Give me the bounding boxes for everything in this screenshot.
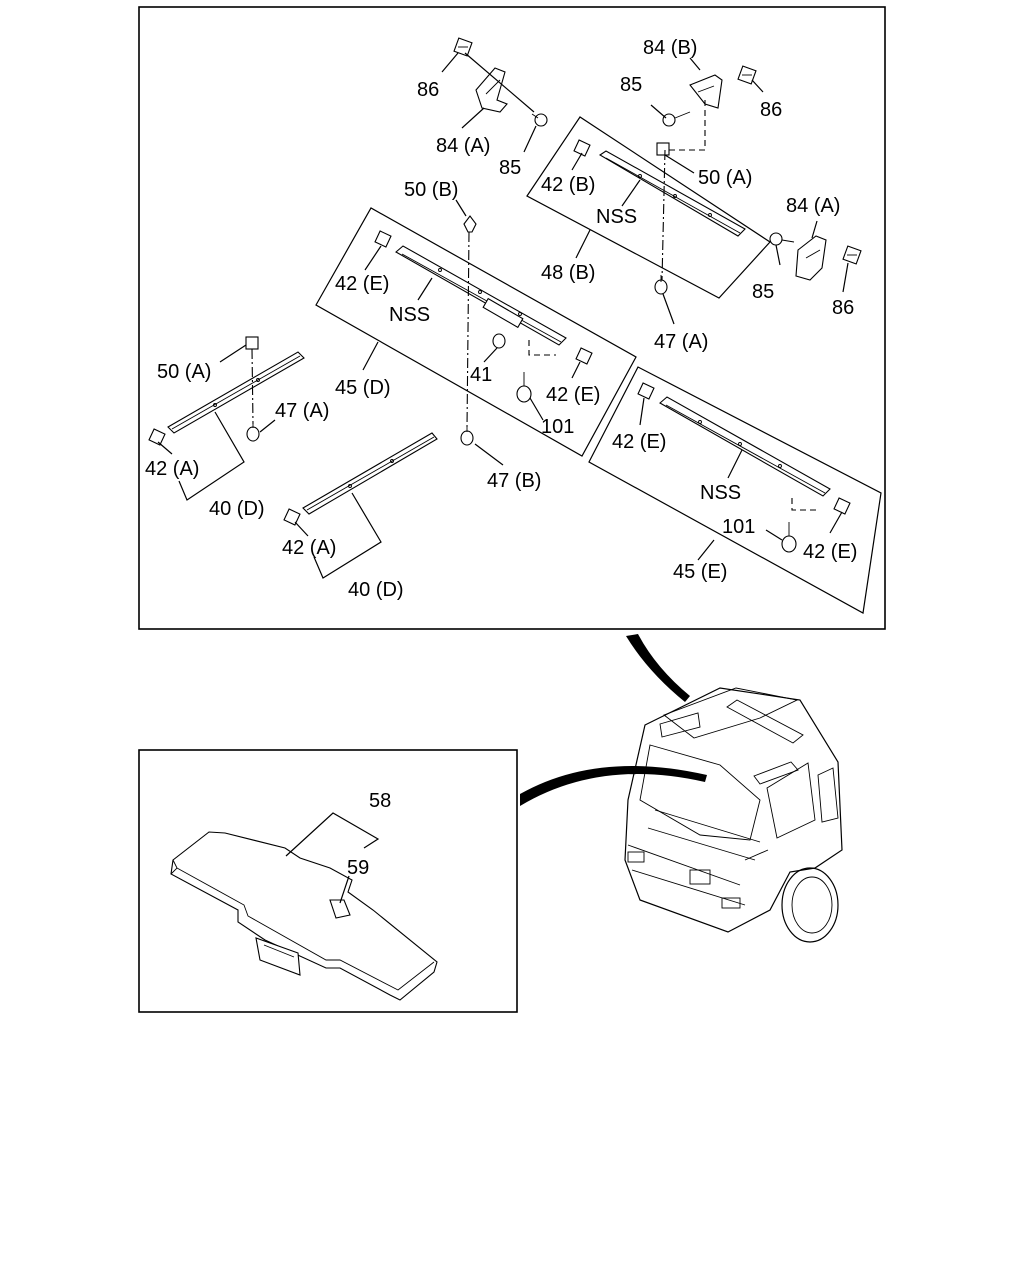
label-nss-45e: NSS xyxy=(700,482,741,504)
label-85-a: 85 xyxy=(499,157,521,179)
clip-42a-mid xyxy=(283,508,301,526)
label-47a-left: 47 (A) xyxy=(275,400,329,422)
clip-86-c xyxy=(842,245,862,265)
label-101-b: 101 xyxy=(722,516,755,538)
clip-86-a xyxy=(453,37,473,57)
bracket-84b xyxy=(689,74,723,109)
label-45d: 45 (D) xyxy=(335,377,391,399)
box-45e xyxy=(588,366,882,614)
rail-40d-left xyxy=(167,351,305,434)
label-42b: 42 (B) xyxy=(541,174,595,196)
bracket-40d-left xyxy=(178,411,245,501)
label-86-a: 86 xyxy=(417,79,439,101)
label-47a-center: 47 (A) xyxy=(654,331,708,353)
label-42a-left: 42 (A) xyxy=(145,458,199,480)
bolt-85-a xyxy=(531,113,548,127)
label-50a-left: 50 (A) xyxy=(157,361,211,383)
screw-47a-center xyxy=(654,275,668,295)
label-86-b: 86 xyxy=(760,99,782,121)
label-59: 59 xyxy=(347,857,369,879)
label-85-b: 85 xyxy=(620,74,642,96)
label-nss-45d: NSS xyxy=(389,304,430,326)
axis-line-e xyxy=(528,340,556,356)
callout-arrow-top xyxy=(626,634,690,702)
screw-47a-left xyxy=(246,422,260,442)
axis-line-f xyxy=(791,498,820,511)
clip-50a-left xyxy=(245,336,259,350)
top-panel-frame xyxy=(138,6,886,630)
label-84b: 84 (B) xyxy=(643,37,697,59)
screw-101-b xyxy=(781,522,797,553)
label-41: 41 xyxy=(470,364,492,386)
clip-42e-b xyxy=(575,347,593,365)
bracket-84a-top xyxy=(475,67,508,113)
label-48b: 48 (B) xyxy=(541,262,595,284)
axis-line-a xyxy=(661,149,666,281)
clip-86-b xyxy=(737,65,757,85)
screw-41 xyxy=(492,333,506,349)
rail-45e xyxy=(659,396,831,497)
axis-line-c xyxy=(251,348,254,425)
rail-48b xyxy=(598,150,746,237)
bracket-40d-mid xyxy=(313,492,382,579)
label-40d-left: 40 (D) xyxy=(209,498,265,520)
clip-42e-a xyxy=(374,230,392,248)
label-45e: 45 (E) xyxy=(673,561,727,583)
label-50a-top: 50 (A) xyxy=(698,167,752,189)
label-85-c: 85 xyxy=(752,281,774,303)
label-42e-a: 42 (E) xyxy=(335,273,389,295)
box-48b xyxy=(526,116,771,299)
label-86-c: 86 xyxy=(832,297,854,319)
clip-42e-c xyxy=(637,382,655,400)
clip-50a-top xyxy=(656,142,670,156)
clip-42e-d xyxy=(833,497,851,515)
rail-45d xyxy=(395,245,567,346)
callout-arrow-left xyxy=(520,765,707,806)
rail-40d-mid xyxy=(302,432,438,515)
part-58-tray xyxy=(170,831,438,1001)
label-47b: 47 (B) xyxy=(487,470,541,492)
bracket-84a-right xyxy=(795,235,827,281)
clip-42b xyxy=(573,139,591,157)
label-58: 58 xyxy=(369,790,391,812)
label-42a-mid: 42 (A) xyxy=(282,537,336,559)
box-45d xyxy=(315,207,637,457)
label-40d-mid: 40 (D) xyxy=(348,579,404,601)
label-42e-d: 42 (E) xyxy=(803,541,857,563)
axis-line-d xyxy=(665,100,706,151)
axis-line-b xyxy=(466,231,470,429)
label-101-a: 101 xyxy=(541,416,574,438)
clip-50b xyxy=(463,215,477,233)
bolt-85-c xyxy=(769,232,795,246)
label-nss-48b: NSS xyxy=(596,206,637,228)
clip-42a-left xyxy=(148,428,166,446)
screw-101-a xyxy=(516,372,532,403)
truck-cab-illustration xyxy=(624,687,843,943)
label-42e-b: 42 (E) xyxy=(546,384,600,406)
label-42e-c: 42 (E) xyxy=(612,431,666,453)
bottom-panel-frame xyxy=(138,749,518,1013)
label-84a-top: 84 (A) xyxy=(436,135,490,157)
screw-47b xyxy=(460,426,474,446)
bracket-58 xyxy=(285,812,380,857)
bolt-85-b xyxy=(662,111,691,127)
leader-lines xyxy=(157,52,849,561)
label-50b: 50 (B) xyxy=(404,179,458,201)
leader-59 xyxy=(339,875,350,904)
label-84a-right: 84 (A) xyxy=(786,195,840,217)
